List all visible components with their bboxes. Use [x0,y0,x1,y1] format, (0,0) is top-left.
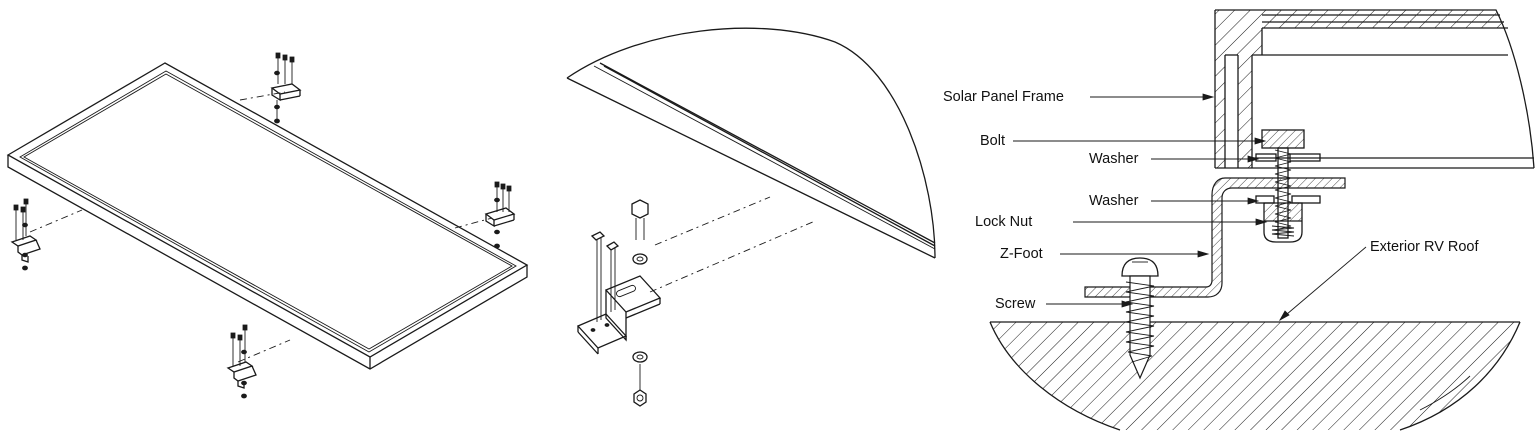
section-roof [989,321,1521,431]
label-z-foot: Z-Foot [1000,246,1043,262]
section-bolt [1261,129,1305,239]
solar-panel [6,62,529,370]
bottom-mounting-foot [226,324,291,399]
right-mounting-foot [454,181,516,249]
left-mounting-foot [10,198,83,271]
detail-screws [590,231,620,322]
label-washer-top: Washer [1089,151,1139,167]
panel-frame-section [1214,9,1535,169]
detail-bolt [631,199,649,407]
section-z-foot [1084,177,1346,298]
detail-view [566,27,936,407]
top-mounting-foot [239,52,302,124]
label-solar-panel-frame: Solar Panel Frame [943,89,1064,105]
label-bolt: Bolt [980,133,1005,149]
label-exterior-rv-roof: Exterior RV Roof [1370,239,1479,255]
label-screw: Screw [995,296,1036,312]
panel-isometric-view [6,52,529,399]
section-screw [1121,257,1159,380]
label-washer-bottom: Washer [1089,193,1139,209]
section-view [989,9,1535,431]
leader-lines [1013,93,1367,322]
section-lock-nut [1263,202,1303,243]
label-lock-nut: Lock Nut [975,214,1033,230]
detail-z-foot [576,275,662,355]
